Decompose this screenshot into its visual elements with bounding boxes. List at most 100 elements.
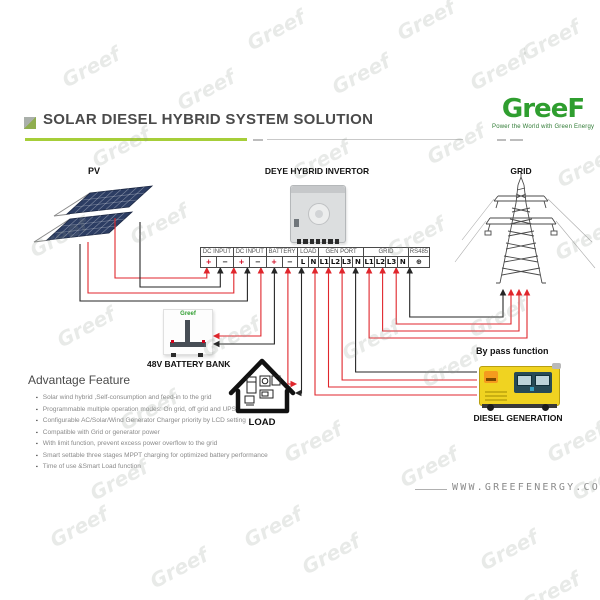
strip-section-label: RS485 — [408, 249, 430, 257]
generator-label: DIESEL GENERATION — [473, 413, 563, 423]
feature-text: Programmable multiple operation modes: O… — [42, 405, 236, 413]
battery-logo-text: Greef — [180, 311, 196, 317]
battery-foot — [171, 353, 176, 357]
pv-panel-lower-graphic — [33, 211, 134, 243]
pv-panel-upper-graphic — [53, 185, 154, 217]
logo-tagline: Power the World with Green Energy — [492, 124, 595, 130]
strip-section-label: DC INPUT — [201, 249, 233, 257]
terminal-plus: + — [201, 257, 218, 267]
battery-busbar — [170, 342, 206, 347]
bypass-label: By pass function — [476, 346, 549, 356]
strip-section: DC INPUT+− — [201, 248, 234, 267]
page-title: SOLAR DIESEL HYBRID SYSTEM SOLUTION — [43, 111, 374, 128]
terminal-plus: + — [267, 257, 283, 267]
feature-item: ▪ With limit function, prevent excess pow… — [36, 440, 268, 452]
strip-section-label: LOAD — [298, 249, 319, 257]
generator-vent — [485, 391, 507, 393]
strip-section-label: DC INPUT — [233, 249, 266, 257]
strip-section-label: GEN PORT — [319, 248, 364, 257]
feature-item: ▪ Time of use &Smart Load function — [36, 463, 268, 475]
terminal-l3: L3 — [386, 257, 398, 267]
bullet-icon: ▪ — [36, 429, 38, 436]
inverter-fan-icon — [308, 203, 330, 225]
feature-text: Time of use &Smart Load function — [42, 463, 141, 470]
feature-text: Solar wind hybrid ,Self-consumption and … — [42, 394, 212, 401]
generator-control-panel — [514, 372, 552, 393]
bullet-icon: ▪ — [36, 464, 38, 470]
logo-underline-dash — [510, 139, 523, 141]
inverter-ports — [297, 239, 339, 244]
generator-handle — [552, 363, 561, 369]
feature-item: ▪ Compatible with Grid or generator power — [36, 429, 268, 441]
bullet-icon: ▪ — [36, 441, 38, 447]
inverter-side-sticker — [294, 219, 299, 227]
title-underline-gray — [267, 139, 463, 140]
pv-label: PV — [88, 166, 101, 176]
terminal-l2: L2 — [375, 257, 387, 267]
generator-vent — [485, 395, 507, 397]
inverter-top-cap — [291, 186, 345, 193]
bullet-icon: ▪ — [36, 452, 38, 459]
generator-base — [482, 404, 557, 408]
generator-socket — [530, 387, 534, 391]
battery-bank: Greef — [163, 309, 213, 355]
feature-text: Configurable AC/Solar/Wind Generator Cha… — [42, 417, 246, 424]
feature-item: ▪ Programmable multiple operation modes: … — [36, 406, 268, 418]
generator-meter-window — [535, 375, 550, 386]
battery-foot — [198, 353, 203, 357]
terminal-n: N — [354, 258, 361, 266]
logo-underline-dash — [497, 139, 506, 141]
terminal-l: L — [298, 257, 309, 267]
terminal-minus: − — [255, 258, 261, 266]
battery-label: 48V BATTERY BANK — [147, 359, 231, 369]
bullet-icon: ▪ — [36, 418, 38, 424]
footer-line — [415, 489, 447, 490]
feature-text: Compatible with Grid or generator power — [42, 428, 160, 436]
terminal-ground: ⊕ — [416, 258, 422, 266]
load-house-graphic — [228, 358, 296, 414]
feature-list: ▪ Solar wind hybrid ,Self-consumption and… — [36, 394, 268, 475]
features-heading: Advantage Feature — [28, 373, 131, 387]
terminal-l2: L2 — [330, 257, 342, 267]
title-underline-green — [25, 138, 247, 141]
terminal-n: N — [399, 258, 406, 266]
generator-wheel — [487, 404, 494, 411]
inverter-label: DEYE HYBRID INVERTOR — [264, 166, 370, 176]
battery-post — [185, 320, 190, 344]
hybrid-inverter — [290, 185, 346, 244]
title-underline-dash — [253, 139, 263, 141]
terminal-minus: − — [286, 258, 293, 266]
strip-section: RS485⊕ — [408, 248, 430, 267]
feature-item: ▪ Configurable AC/Solar/Wind Generator Ch… — [36, 417, 268, 429]
strip-section-label: GRID — [364, 248, 408, 257]
bullet-icon: ▪ — [36, 406, 38, 413]
strip-section-label: BATTERY — [266, 249, 298, 257]
generator-meter-window — [517, 375, 532, 386]
logo-text: GreeF — [501, 94, 585, 124]
strip-section: DC INPUT+− — [233, 248, 267, 267]
battery-terminal-dot — [202, 340, 205, 343]
generator-brand-patch — [484, 371, 498, 383]
wire-group — [79, 218, 531, 397]
feature-text: With limit function, prevent excess powe… — [42, 440, 218, 447]
generator-wheel — [542, 404, 549, 411]
grid-tower-graphic — [454, 172, 596, 284]
strip-section: BATTERY+− — [266, 248, 299, 267]
generator-vent — [485, 399, 507, 401]
battery-terminal-dot — [171, 340, 174, 343]
title-square-icon — [24, 117, 36, 129]
terminal-minus: − — [222, 258, 229, 266]
load-label: LOAD — [248, 417, 276, 428]
terminal-n: N — [310, 258, 317, 266]
terminal-plus: + — [234, 257, 251, 267]
terminal-l1: L1 — [364, 257, 376, 267]
company-logo: GreeF Power the World with Green Energy — [492, 96, 594, 130]
terminal-l1: L1 — [319, 257, 331, 267]
feature-text: Smart settable three stages MPPT chargin… — [42, 451, 268, 459]
